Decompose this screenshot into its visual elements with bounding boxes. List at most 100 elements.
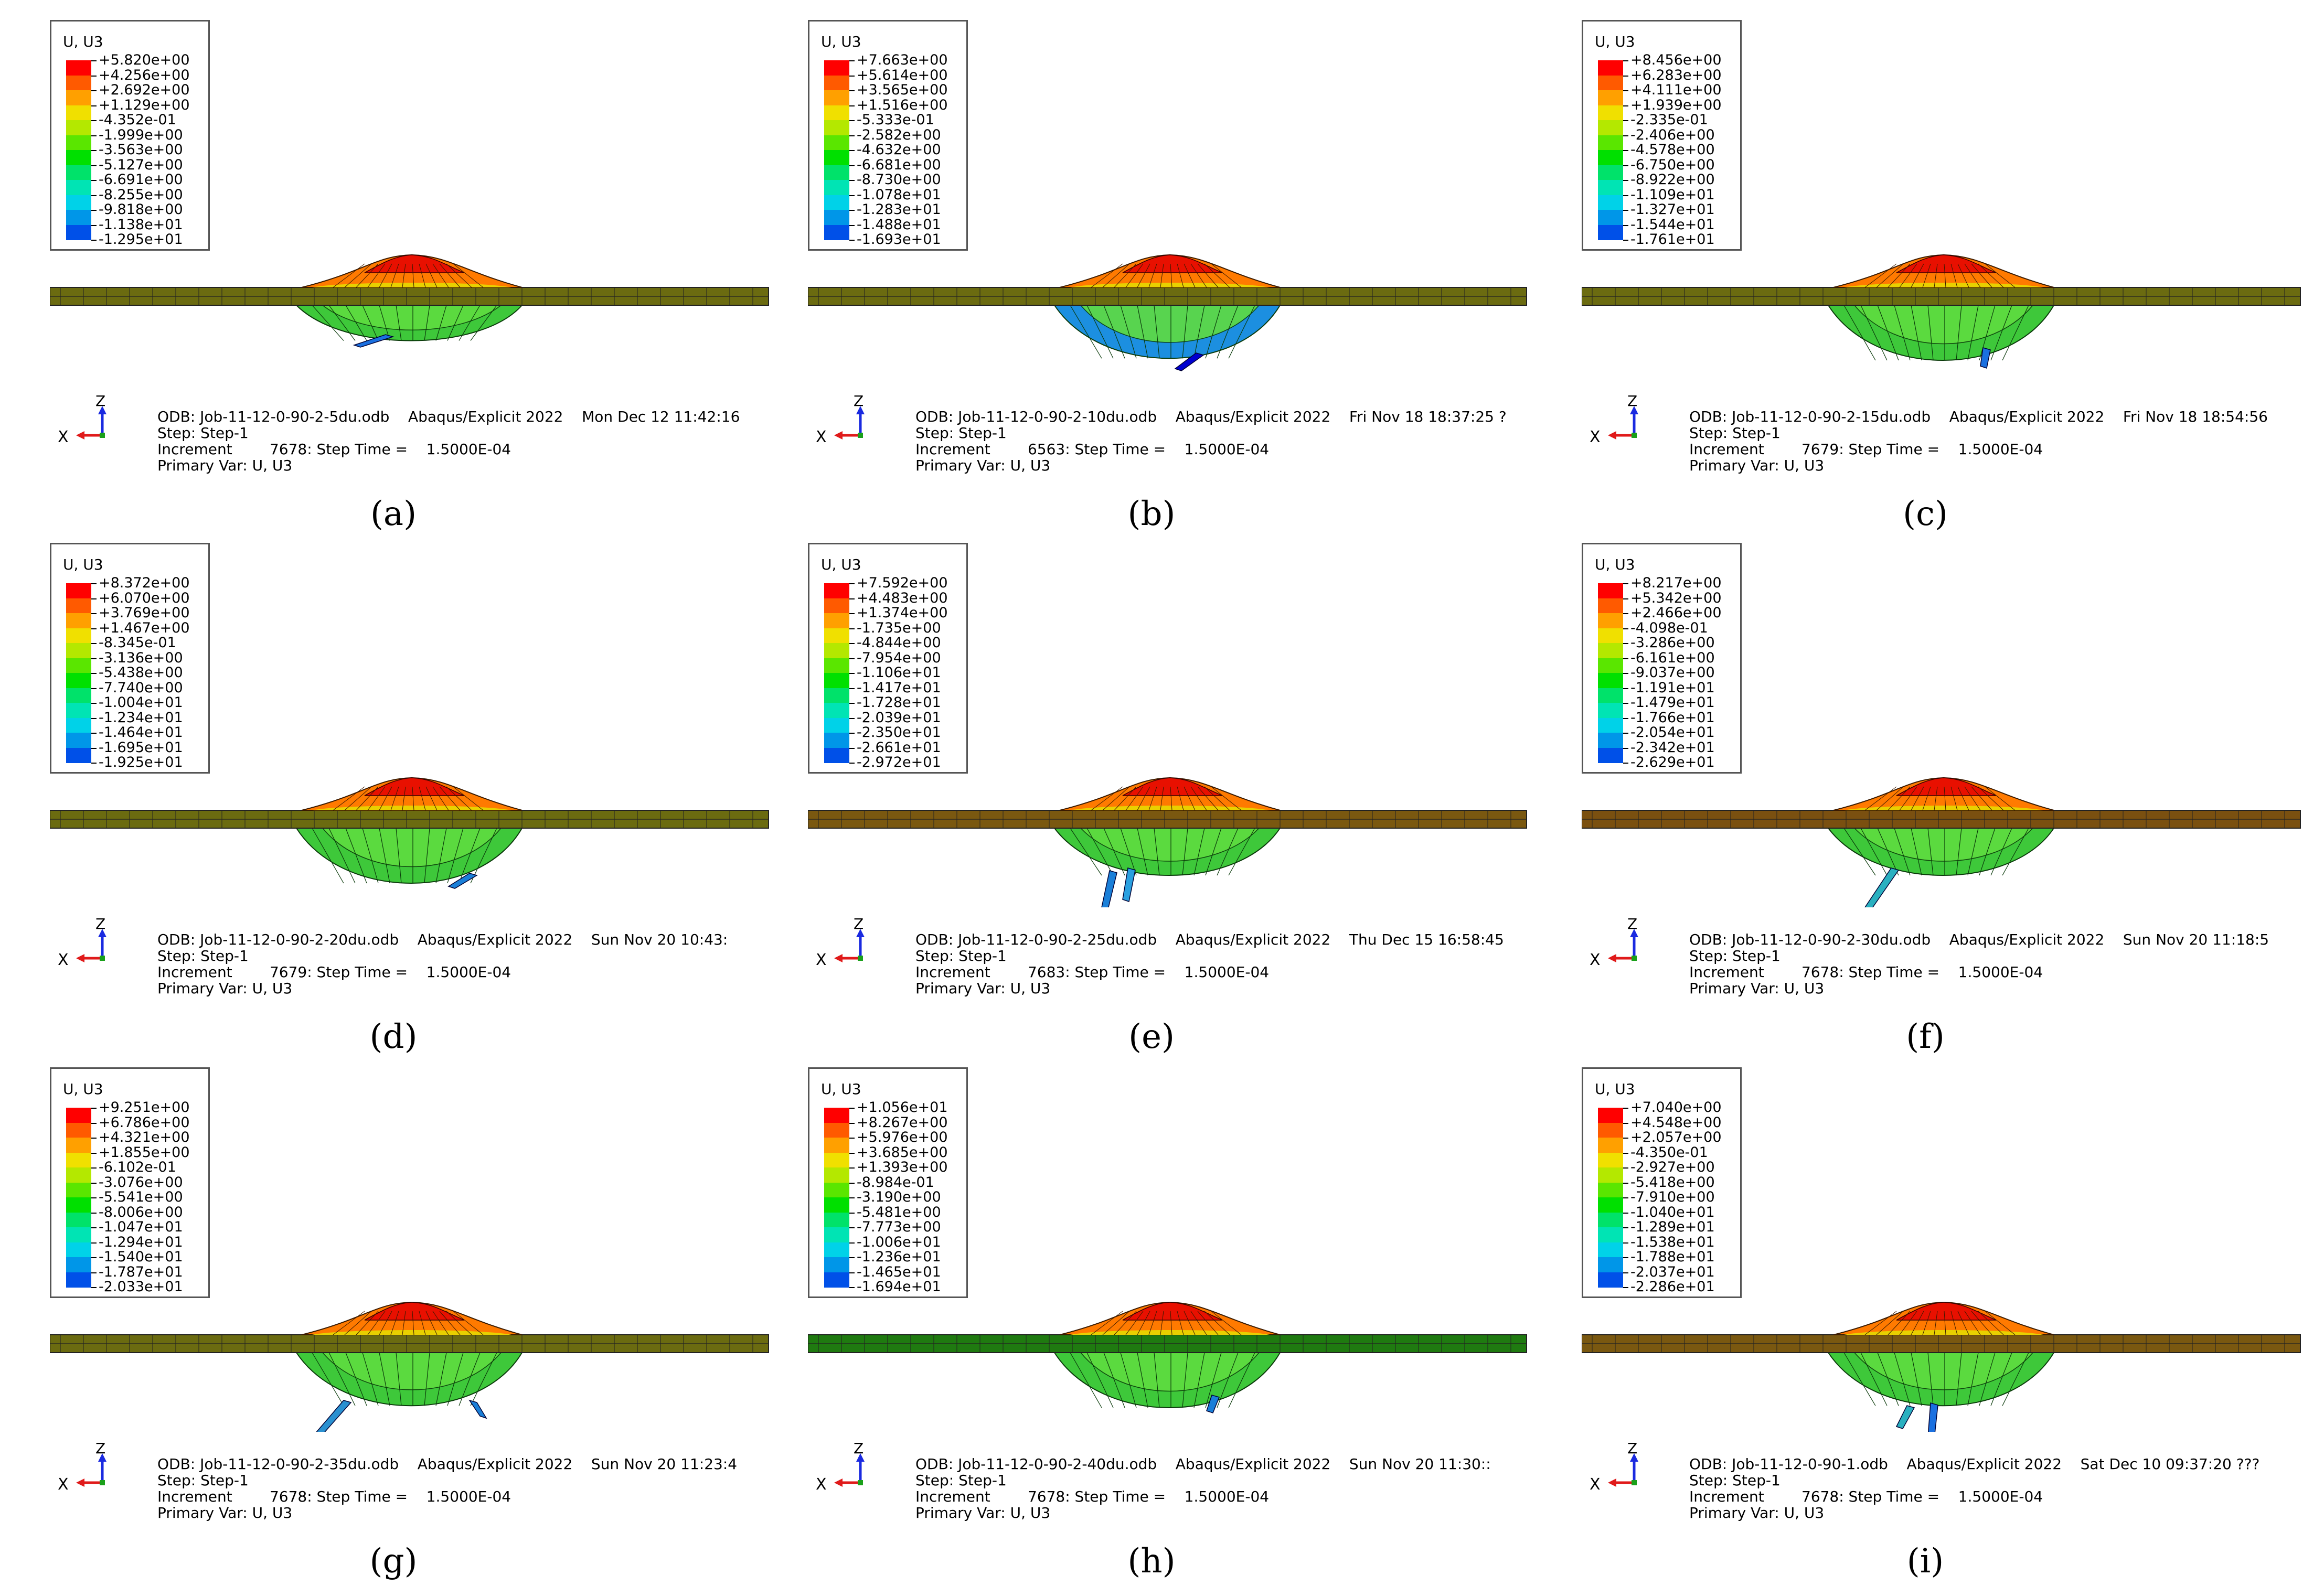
mesh-line (1211, 1311, 1242, 1335)
crater-inner (1080, 828, 1260, 862)
legend-swatch (824, 628, 849, 644)
legend-swatch (824, 1152, 849, 1168)
increment-line: Increment 7678: Step Time = 1.5000E-04 (157, 441, 511, 458)
mesh-line (379, 786, 392, 811)
step-line: Step: Step-1 (1689, 424, 1781, 442)
legend-swatch (824, 1182, 849, 1198)
mesh-line (344, 263, 372, 288)
mesh-line (1911, 786, 1924, 811)
panel-caption: (i) (1906, 1542, 1944, 1581)
mesh-line (1877, 1352, 1899, 1406)
mesh-line (312, 305, 344, 341)
legend-tick (91, 583, 97, 584)
mesh-line (1137, 828, 1148, 876)
legend-value: +2.057e+00 (1630, 1129, 1722, 1145)
mesh-line (1137, 263, 1150, 288)
odb-line: ODB: Job-11-12-0-90-1.odb Abaqus/Explici… (1689, 1455, 2260, 1473)
legend-swatch (1598, 1197, 1623, 1213)
result-panel: U, U3+8.456e+00+6.283e+00+4.111e+00+1.93… (1582, 20, 2324, 537)
legend-swatch (1598, 583, 1623, 598)
mesh-line (424, 305, 430, 341)
legend-value: -8.922e+00 (1630, 172, 1715, 188)
legend-value: +3.769e+00 (99, 605, 190, 621)
spall-fragment (1928, 1402, 1938, 1432)
contour-legend: U, U3+7.592e+00+4.483e+00+1.374e+00-1.73… (808, 543, 968, 774)
legend-tick (91, 628, 97, 629)
mesh-line (1990, 305, 2012, 361)
legend-swatch (66, 135, 91, 151)
mesh-line (1070, 828, 1102, 876)
mesh-line (344, 1311, 372, 1335)
increment-line: Increment 7678: Step Time = 1.5000E-04 (1689, 1488, 2043, 1505)
legend-swatch (1598, 643, 1623, 658)
legend-tick (91, 733, 97, 734)
legend-swatch (824, 224, 849, 240)
legend-swatch (66, 717, 91, 733)
mesh-line (1979, 305, 1996, 361)
mesh-line (1190, 263, 1207, 288)
top-bulge-rim (312, 1330, 511, 1335)
mesh-line (1070, 305, 1102, 359)
mesh-line (2002, 1352, 2029, 1406)
triad-arrows-icon (1608, 406, 1638, 440)
mesh-line (1956, 305, 1962, 361)
legend-tick (849, 1108, 855, 1109)
step-line: Step: Step-1 (1689, 1472, 1781, 1489)
legend-title: U, U3 (1595, 556, 1635, 573)
legend-tick (849, 733, 855, 734)
top-bulge-rim (312, 283, 511, 287)
mesh-line (1103, 828, 1125, 876)
legend-value: -8.255e+00 (99, 186, 183, 203)
legend-tick (91, 763, 97, 764)
legend-value: -2.972e+01 (857, 754, 941, 770)
mesh-line (1964, 1311, 1981, 1335)
legend-swatch (1598, 703, 1623, 718)
legend-tick (91, 120, 97, 121)
legend-tick (91, 180, 97, 181)
legend-tick (1623, 628, 1628, 629)
legend-swatch (824, 1212, 849, 1228)
legend-value: -6.750e+00 (1630, 156, 1715, 173)
mesh-line (1971, 1311, 1992, 1335)
legend-value: -1.787e+01 (99, 1263, 183, 1280)
mesh-line (1864, 263, 1897, 288)
result-panel: U, U3+5.820e+00+4.256e+00+2.692e+00+1.12… (50, 20, 795, 537)
legend-swatch (1598, 210, 1623, 225)
mesh-line (447, 828, 464, 884)
legend-tick (849, 105, 855, 106)
spall-fragment (353, 334, 395, 348)
legend-tick (1623, 1227, 1628, 1228)
legend-tick (91, 1257, 97, 1258)
legend-tick (91, 135, 97, 136)
legend-tick (1623, 180, 1628, 181)
mesh-line (396, 1352, 402, 1406)
legend-swatch (824, 105, 849, 121)
legend-swatch (824, 717, 849, 733)
legend-tick (1623, 583, 1628, 584)
primary-var-line: Primary Var: U, U3 (915, 457, 1051, 474)
mesh-line (1934, 786, 1938, 811)
mesh-line (1957, 1311, 1969, 1335)
mesh-line (1927, 1352, 1934, 1406)
legend-value: -1.695e+01 (99, 739, 183, 756)
mesh-line (1888, 263, 1911, 288)
legend-tick (849, 240, 855, 241)
triad-z-label: Z (1627, 915, 1638, 933)
legend-swatch (824, 1197, 849, 1213)
legend-value: -1.289e+01 (1630, 1219, 1715, 1235)
legend-swatch (66, 1108, 91, 1123)
legend-value: -1.465e+01 (857, 1263, 941, 1280)
legend-swatch (824, 90, 849, 105)
legend-tick (1623, 240, 1628, 241)
legend-swatch (66, 1227, 91, 1242)
spall-fragment (1864, 867, 1900, 907)
mesh-line (1876, 1311, 1904, 1335)
legend-tick (1623, 717, 1628, 719)
contour-legend: U, U3+7.663e+00+5.614e+00+3.565e+00+1.51… (808, 20, 968, 251)
mesh-line (1137, 305, 1148, 359)
mesh-line (1922, 786, 1931, 811)
deformed-plate-model (1582, 254, 2301, 369)
